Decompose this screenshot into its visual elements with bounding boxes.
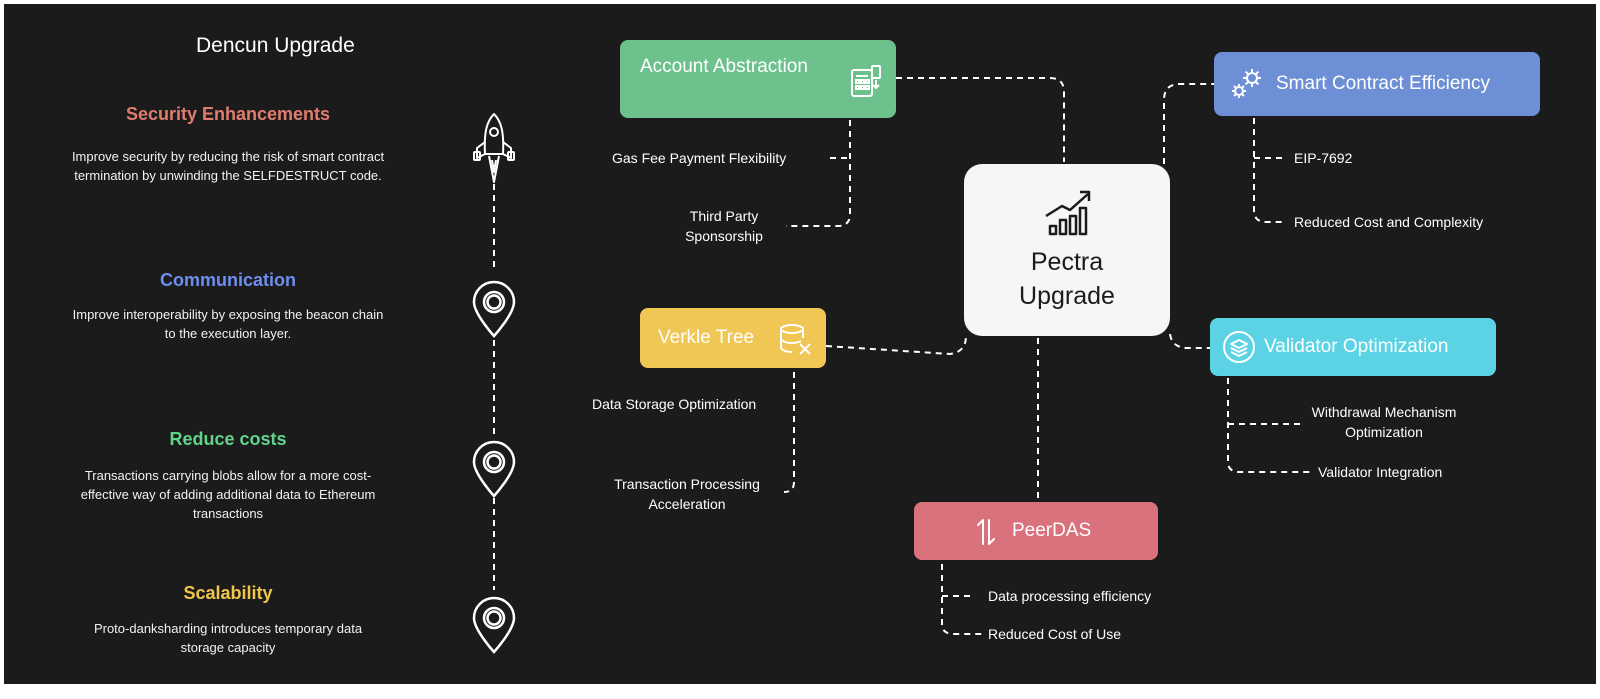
connector-account-center <box>896 77 1065 162</box>
reduced-cost-of-use-label: Reduced Cost of Use <box>988 626 1122 642</box>
database-x-icon <box>780 324 811 355</box>
connector-smart-subs <box>1253 118 1284 223</box>
validator-optimization-node: Validator Optimization <box>1210 318 1496 376</box>
rocket-icon <box>473 113 515 183</box>
growth-chart-icon <box>1045 190 1091 236</box>
connector-validator-subs <box>1227 378 1310 473</box>
reduce-costs-desc-line: effective way of adding additional data … <box>80 487 376 502</box>
validator-integration-label: Validator Integration <box>1318 464 1443 480</box>
pectra-upgrade-node: Pectra Upgrade <box>964 164 1170 336</box>
diagram-canvas: Dencun Upgrade Security Enhancements Imp… <box>4 4 1596 684</box>
location-pin-icon <box>472 440 516 498</box>
reduced-cost-complexity-label: Reduced Cost and Complexity <box>1294 214 1484 230</box>
up-down-arrows-icon <box>977 519 995 545</box>
security-desc-line: termination by unwinding the SELFDESTRUC… <box>74 168 382 183</box>
validator-optimization-label: Validator Optimization <box>1264 336 1449 357</box>
scalability-title: Scalability <box>183 583 273 603</box>
location-pin-icon <box>472 596 516 654</box>
connector-account-subs <box>786 120 851 227</box>
connector-center-smart <box>1163 83 1216 164</box>
withdrawal-mechanism-line: Withdrawal Mechanism <box>1311 404 1457 420</box>
smart-contract-efficiency-node: Smart Contract Efficiency <box>1214 52 1540 116</box>
transaction-processing-line: Transaction Processing <box>614 476 760 492</box>
third-party-sponsorship-label: Third Party Sponsorship <box>664 206 784 246</box>
layers-icon <box>1223 331 1255 363</box>
connector-verkle-center <box>825 335 967 356</box>
dencun-title: Dencun Upgrade <box>196 34 355 57</box>
optimization-line: Optimization <box>1345 424 1423 440</box>
connector-center-validator <box>1169 333 1212 349</box>
third-party-line: Third Party <box>689 208 759 224</box>
connector-peerdas-subs <box>941 564 984 635</box>
peerdas-label: PeerDAS <box>1012 520 1092 541</box>
account-abstraction-label: Account Abstraction <box>640 56 808 77</box>
location-pin-icon <box>472 280 516 338</box>
smart-contract-efficiency-label: Smart Contract Efficiency <box>1276 73 1491 94</box>
security-title: Security Enhancements <box>125 104 331 124</box>
communication-desc: Improve interoperability by exposing the… <box>18 305 438 343</box>
data-storage-optimization-label: Data Storage Optimization <box>592 396 757 412</box>
reduce-costs-title: Reduce costs <box>169 429 287 449</box>
verkle-tree-label: Verkle Tree <box>658 327 755 348</box>
data-processing-efficiency-label: Data processing efficiency <box>988 588 1152 604</box>
pectra-label: Pectra <box>1030 248 1104 276</box>
calculator-icon <box>851 65 881 97</box>
connector-lines <box>493 77 1310 635</box>
communication-desc-line: to the execution layer. <box>164 326 292 341</box>
eip-7692-label: EIP-7692 <box>1294 150 1353 166</box>
communication-desc-line: Improve interoperability by exposing the… <box>72 307 384 322</box>
peerdas-node: PeerDAS <box>914 502 1158 560</box>
reduce-costs-desc-line: Transactions carrying blobs allow for a … <box>84 468 372 483</box>
sponsorship-line: Sponsorship <box>685 228 763 244</box>
gas-fee-payment-label: Gas Fee Payment Flexibility <box>612 150 787 166</box>
verkle-tree-node: Verkle Tree <box>640 308 826 368</box>
connector-verkle-subs <box>783 372 795 493</box>
reduce-costs-desc: Transactions carrying blobs allow for a … <box>18 466 438 523</box>
communication-title: Communication <box>159 270 296 290</box>
security-desc-line: Improve security by reducing the risk of… <box>71 149 385 164</box>
gears-icon <box>1232 69 1261 98</box>
account-abstraction-node: Account Abstraction <box>620 40 896 118</box>
acceleration-line: Acceleration <box>648 496 726 512</box>
scalability-desc: Proto-danksharding introduces temporary … <box>18 619 438 657</box>
security-desc: Improve security by reducing the risk of… <box>18 147 438 185</box>
reduce-costs-desc-line: transactions <box>192 506 264 521</box>
scalability-desc-line: storage capacity <box>180 640 276 655</box>
upgrade-label: Upgrade <box>1019 282 1115 310</box>
scalability-desc-line: Proto-danksharding introduces temporary … <box>93 621 363 636</box>
withdrawal-mechanism-label: Withdrawal Mechanism Optimization <box>1298 402 1470 442</box>
transaction-processing-label: Transaction Processing Acceleration <box>594 474 780 514</box>
